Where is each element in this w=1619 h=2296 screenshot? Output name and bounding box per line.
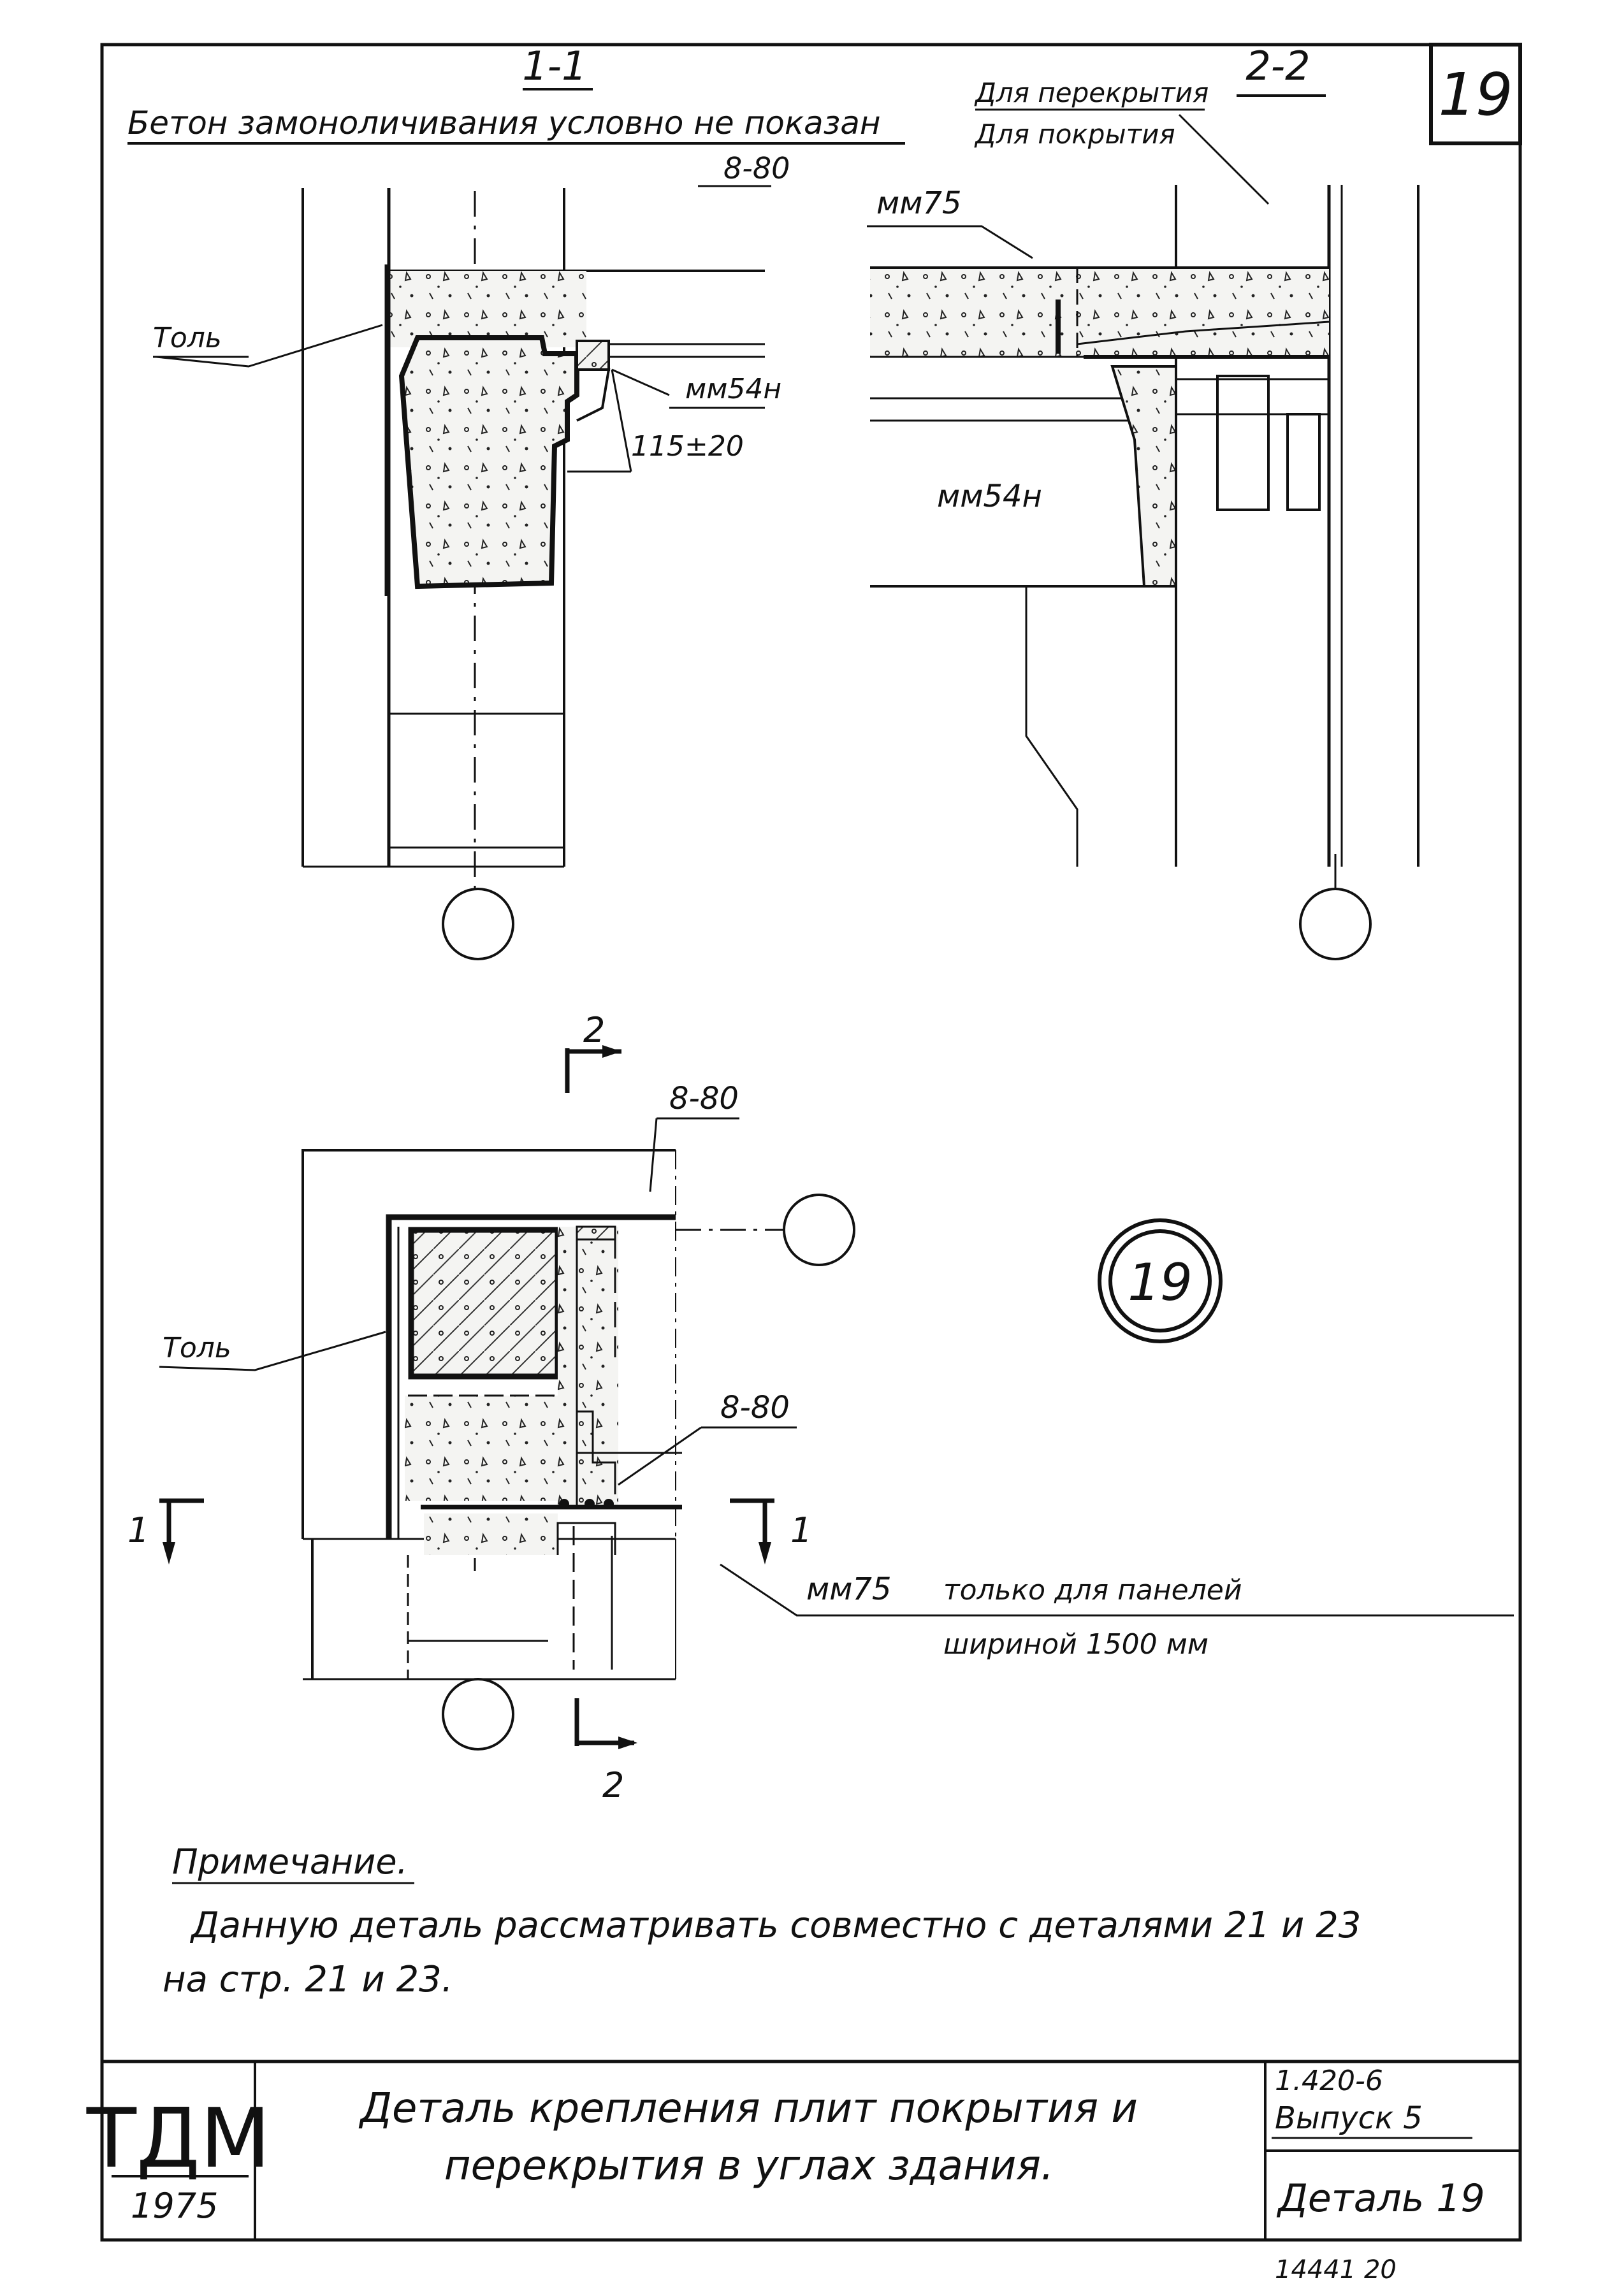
section-2-title: 2-2 <box>1245 43 1310 89</box>
plan-label-8-80-top: 8-80 <box>669 1081 739 1116</box>
section-1-note: Бетон замоноличивания условно не показан <box>127 105 881 141</box>
title-line-2: перекрытия в углах здания. <box>444 2142 1054 2190</box>
axis-bubble-3 <box>783 1194 855 1266</box>
axis-bubble-2 <box>1299 888 1372 960</box>
plan-cut-1-left: 1 <box>127 1510 149 1550</box>
footer-stamp: 14441 20 <box>1275 2255 1397 2285</box>
title-series: 1.420-6 <box>1275 2065 1383 2097</box>
plan-mm75-note-2: шириной 1500 мм <box>943 1628 1209 1661</box>
title-issue: Выпуск 5 <box>1275 2100 1423 2136</box>
title-detail: Деталь 19 <box>1276 2176 1485 2221</box>
detail-marker-outer <box>1098 1218 1223 1343</box>
axis-bubble-4 <box>442 1678 514 1751</box>
plan-cut-2-bottom: 2 <box>602 1765 624 1805</box>
section-1-title: 1-1 <box>522 43 586 89</box>
title-line-1: Деталь крепления плит покрытия и <box>358 2085 1138 2132</box>
section-1-tol-label: Толь <box>153 322 222 354</box>
plan-tol-label: Толь <box>163 1332 231 1364</box>
detail-marker-number: 19 <box>1128 1253 1193 1312</box>
detail-marker-inner <box>1108 1229 1212 1332</box>
plan-mm75-label: мм75 <box>806 1571 892 1607</box>
section-2-label-roof: Для покрытия <box>974 119 1175 150</box>
plan-cut-1-right: 1 <box>790 1510 812 1550</box>
section-1-part-label: мм54н <box>685 373 781 405</box>
plan-view: 2 8-80 <box>127 1010 1514 1805</box>
section-1-dimension: 115±20 <box>631 430 744 463</box>
plan-precast-block <box>408 1227 561 1380</box>
plan-mm75-note-1: только для панелей <box>943 1574 1242 1606</box>
haunch <box>1110 365 1177 588</box>
note-line-1: Данную деталь рассматривать совместно с … <box>189 1905 1361 1946</box>
section-2-part-top: мм75 <box>876 185 962 221</box>
plan-cut-2-top: 2 <box>583 1010 605 1050</box>
sheet-number: 19 <box>1438 61 1513 129</box>
plan-label-8-80-mid: 8-80 <box>720 1390 790 1426</box>
section-2-label-floor: Для перекрытия <box>974 77 1209 108</box>
note-line-2: на стр. 21 и 23. <box>163 1959 453 2000</box>
section-2-2: 2-2 Для перекрытия Для покрытия мм75 <box>867 43 1419 960</box>
sheet-frame <box>100 43 1522 2242</box>
title-org: ТДМ <box>86 2091 271 2186</box>
section-2-part-main: мм54н <box>937 479 1042 514</box>
section-1-1: 1-1 Бетон замоноличивания условно не пок… <box>127 43 905 960</box>
note-block: Примечание. Данную деталь рассматривать … <box>163 1842 1361 2000</box>
note-heading: Примечание. <box>172 1842 408 1882</box>
precast-block-1 <box>398 335 579 589</box>
title-block: ТДМ 1975 Деталь крепления плит покрытия … <box>86 2060 1520 2240</box>
section-1-top-label: 8-80 <box>723 151 790 185</box>
sheet-number-box <box>1429 43 1522 145</box>
title-year: 1975 <box>131 2186 218 2226</box>
axis-bubble-1 <box>442 888 514 960</box>
